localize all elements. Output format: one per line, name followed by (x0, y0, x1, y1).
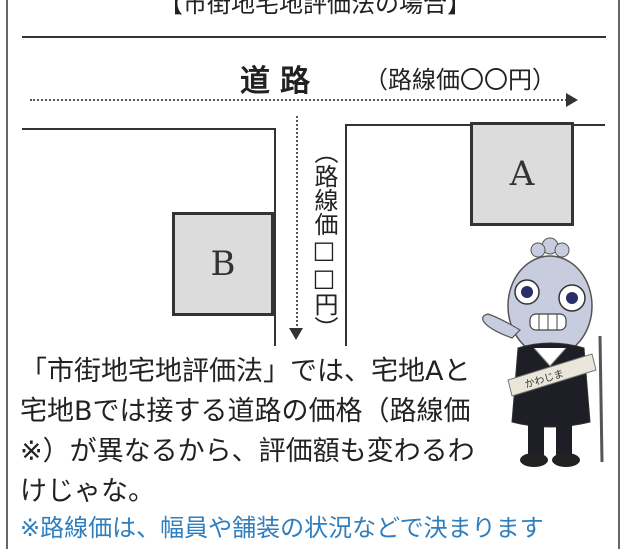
road-label: 道路 (240, 64, 320, 99)
road-edge-left-horizontal (22, 128, 276, 130)
road-edge-right-vertical (345, 124, 347, 346)
lot-a: A (470, 122, 574, 226)
mascot-illustration: かわじま (482, 237, 604, 467)
road-edge-left-vertical (274, 128, 276, 346)
lot-b: B (172, 212, 274, 316)
arrow-right-icon (566, 93, 578, 107)
footnote-text: ※路線価は、幅員や舗装の状況などで決まります (20, 514, 544, 542)
explanation-text: 「市街地宅地評価法」では、宅地Aと宅地Bでは接する道路の価格（路線価※）が異なる… (20, 356, 475, 507)
road-direction-line (30, 99, 570, 101)
header-title: 【市街地宅地評価法の場合】 (159, 0, 471, 18)
arrow-down-icon (289, 328, 303, 340)
panel-frame (6, 0, 620, 549)
side-road-direction-line (296, 116, 298, 330)
road-price-label-vertical: （路線価□□円） (310, 140, 338, 340)
header-divider (22, 36, 606, 38)
road-price-label-horizontal: （路線価〇〇円） (364, 66, 556, 94)
